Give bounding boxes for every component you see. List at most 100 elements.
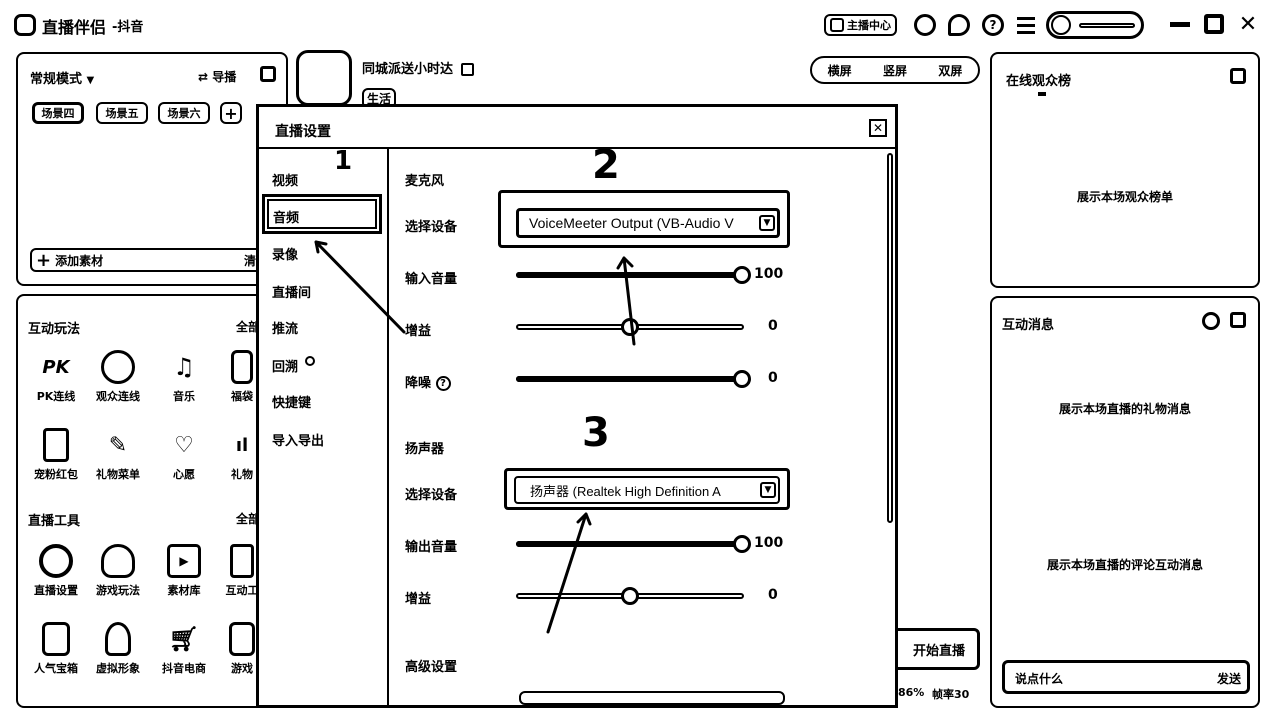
scene-tab-3[interactable]: 场景六: [158, 102, 210, 124]
mic-gain-slider[interactable]: [516, 318, 744, 336]
close-window-button[interactable]: ✕: [1238, 11, 1258, 37]
tile-live-settings[interactable]: 直播设置: [26, 544, 86, 598]
clear-button[interactable]: 清: [244, 254, 257, 268]
menu-push-stream[interactable]: 推流: [272, 322, 299, 337]
speaker-gain-slider[interactable]: [516, 587, 744, 605]
user-avatar-pill[interactable]: [1046, 11, 1144, 39]
bag-icon: [231, 350, 253, 384]
view-landscape[interactable]: 横屏: [827, 63, 852, 78]
tile-games[interactable]: 游戏: [222, 622, 262, 676]
menu-recording[interactable]: 录像: [272, 248, 299, 263]
tile-audience-link[interactable]: 观众连线: [88, 350, 148, 404]
plus-icon: +: [36, 249, 52, 271]
menu-replay[interactable]: 回溯: [272, 356, 315, 375]
tile-ecommerce[interactable]: 🛒︎ 抖音电商: [154, 622, 214, 676]
arrow-to-speaker-device: [546, 512, 592, 634]
menu-shortcuts[interactable]: 快捷键: [272, 396, 312, 411]
add-material-button[interactable]: + 添加素材: [30, 248, 266, 272]
tile-pk[interactable]: PK PK连线: [26, 350, 86, 404]
menu-audio-selected[interactable]: 音频: [262, 194, 382, 234]
settings-icon[interactable]: [1202, 312, 1220, 330]
mic-device-select[interactable]: VoiceMeeter Output (VB-Audio V ▼: [516, 208, 780, 238]
menu-icon[interactable]: [1017, 15, 1035, 35]
menu-live-room[interactable]: 直播间: [272, 286, 312, 301]
help-icon[interactable]: ?: [435, 376, 451, 391]
bottom-scroll-indicator: [519, 691, 785, 705]
stream-title[interactable]: 同城派送小时达: [362, 58, 474, 77]
scene-tab-2[interactable]: 场景五: [96, 102, 148, 124]
tile-material-library[interactable]: ▶ 素材库: [154, 544, 214, 598]
mic-device-highlight: [498, 190, 790, 248]
creator-center-button[interactable]: 主播中心: [824, 14, 897, 36]
output-volume-label: 输出音量: [405, 540, 458, 555]
popout-icon[interactable]: [1230, 312, 1246, 328]
app-logo-icon: [14, 14, 36, 36]
camera-icon: [42, 622, 70, 656]
music-icon: ♫: [173, 353, 195, 381]
menu-import-export[interactable]: 导入导出: [272, 434, 325, 449]
speaker-device-select[interactable]: 扬声器 (Realtek High Definition A ▼: [514, 476, 780, 504]
heart-icon: ♡: [174, 432, 194, 458]
help-icon[interactable]: ?: [982, 14, 1004, 36]
maximize-button[interactable]: [1204, 14, 1224, 34]
popout-icon[interactable]: [260, 66, 276, 82]
chat-icon[interactable]: [948, 14, 970, 36]
chat-input[interactable]: 说点什么 发送: [1002, 660, 1250, 694]
tools-icon: [230, 544, 254, 578]
app-title: 直播伴侣: [42, 18, 107, 37]
output-volume-slider[interactable]: [516, 535, 751, 553]
input-volume-value: 100: [754, 266, 784, 282]
tile-lucky-bag[interactable]: 福袋: [222, 350, 262, 404]
app-platform: -抖音: [112, 20, 144, 35]
noise-slider[interactable]: [516, 370, 751, 388]
messages-panel: 互动消息 展示本场直播的礼物消息 展示本场直播的评论互动消息 说点什么 发送: [990, 296, 1260, 708]
minimize-button[interactable]: [1170, 22, 1190, 27]
popout-icon[interactable]: [1230, 68, 1246, 84]
tools-panel: 互动玩法 全部 PK PK连线 观众连线 ♫ 音乐 福袋 宠粉红包 ✎ 礼物菜单…: [16, 294, 288, 708]
audience-placeholder: 展示本场观众榜单: [1076, 190, 1173, 204]
new-badge-dot: [304, 356, 315, 366]
noise-value: 0: [768, 370, 778, 386]
tile-treasure-box[interactable]: 人气宝箱: [26, 622, 86, 676]
add-scene-button[interactable]: +: [220, 102, 242, 124]
advanced-settings[interactable]: 高级设置: [405, 660, 458, 675]
annotation-3: 3: [582, 410, 610, 456]
mode-select[interactable]: 常规模式 ▼: [30, 72, 95, 87]
tools-all-link[interactable]: 全部: [236, 512, 261, 526]
input-volume-slider[interactable]: [516, 266, 751, 284]
speaker-gain-value: 0: [768, 587, 778, 603]
link-icon: [101, 350, 135, 384]
speaker-gain-label: 增益: [405, 592, 432, 607]
send-button[interactable]: 发送: [1217, 672, 1242, 686]
dialog-title: 直播设置: [275, 124, 331, 140]
tile-interactive-tools[interactable]: 互动工: [222, 544, 262, 598]
tile-gift[interactable]: ıl 礼物: [222, 428, 262, 482]
tile-music[interactable]: ♫ 音乐: [154, 350, 214, 404]
menu-video[interactable]: 视频: [272, 174, 299, 189]
view-dual[interactable]: 双屏: [938, 63, 963, 78]
chevron-down-icon: ▼: [759, 215, 775, 231]
edit-icon[interactable]: [460, 63, 474, 76]
mic-select-label: 选择设备: [405, 220, 458, 235]
annotation-1: 1: [334, 146, 353, 176]
tile-red-packet[interactable]: 宠粉红包: [26, 428, 86, 482]
menu-audio: 音频: [273, 211, 300, 226]
tile-gift-menu[interactable]: ✎ 礼物菜单: [88, 428, 148, 482]
interactive-all-link[interactable]: 全部: [236, 320, 261, 334]
bar-chart-icon: ıl: [235, 434, 249, 456]
import-button[interactable]: ⇄ 导播: [198, 70, 237, 84]
scene-tab-1[interactable]: 场景四: [32, 102, 84, 124]
tshirt-icon[interactable]: [914, 14, 936, 36]
game-icon: [101, 544, 135, 578]
noise-label: 降噪 ?: [405, 372, 451, 391]
tile-game-play[interactable]: 游戏玩法: [88, 544, 148, 598]
comment-placeholder: 展示本场直播的评论互动消息: [1046, 558, 1203, 572]
tile-avatar[interactable]: 虚拟形象: [88, 622, 148, 676]
output-volume-value: 100: [754, 535, 784, 551]
view-portrait[interactable]: 竖屏: [882, 63, 907, 78]
scrollbar[interactable]: [887, 153, 893, 523]
arrow-to-audio-menu: [314, 240, 406, 334]
tile-wish[interactable]: ♡ 心愿: [154, 428, 214, 482]
close-icon[interactable]: ✕: [869, 119, 887, 137]
